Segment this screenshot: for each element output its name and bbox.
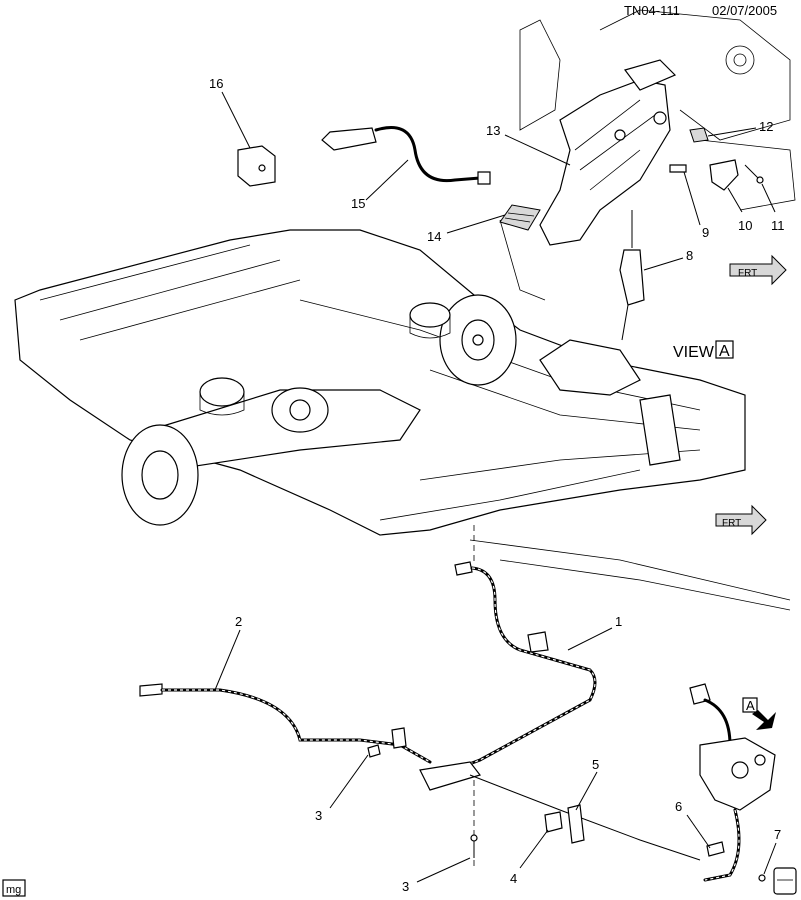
svg-text:10: 10: [738, 218, 752, 233]
callout-16: 16: [209, 76, 251, 149]
svg-text:FRT: FRT: [738, 268, 757, 279]
svg-text:mg: mg: [6, 884, 21, 896]
svg-text:15: 15: [351, 196, 365, 211]
clip-6: [706, 841, 725, 857]
release-cable-8: [619, 210, 645, 341]
svg-text:6: 6: [675, 799, 682, 814]
svg-text:11: 11: [771, 218, 785, 233]
svg-text:2: 2: [235, 614, 242, 629]
air-spring-left: [199, 377, 245, 416]
view-arrow-a: A: [742, 697, 776, 730]
callout-9: 9: [683, 171, 709, 240]
svg-text:14: 14: [427, 229, 441, 244]
crossmember: [539, 339, 681, 466]
pedal-assembly: [539, 59, 677, 246]
bolt-9: [669, 164, 687, 173]
callout-10: 10: [727, 187, 752, 233]
svg-text:A: A: [746, 698, 755, 713]
diagram-code: TN04-111: [624, 3, 680, 18]
parking-brake-lever-assembly: [689, 683, 776, 882]
callout-3-upper: 3: [315, 754, 369, 823]
diagram-date: 02/07/2005: [712, 3, 777, 18]
front-arrow-upper: FRT: [729, 254, 787, 286]
svg-text:13: 13: [486, 123, 500, 138]
svg-text:12: 12: [759, 119, 773, 134]
callout-4: 4: [510, 829, 549, 886]
callout-3-lower: 3: [402, 857, 471, 894]
corner-tag: mg: [2, 879, 26, 897]
view-a-label: VIEW A: [673, 340, 734, 361]
svg-text:A: A: [719, 343, 730, 360]
svg-text:16: 16: [209, 76, 223, 91]
callout-13: 13: [486, 123, 571, 166]
svg-text:3: 3: [402, 879, 409, 894]
callout-5: 5: [575, 757, 599, 811]
cable-1: [438, 561, 597, 777]
pedal-pad: [499, 204, 541, 231]
lower-frame-rail: [469, 539, 791, 611]
rear-wheel-hub: [121, 424, 199, 526]
spec-badge: [773, 867, 797, 895]
svg-text:VIEW: VIEW: [673, 344, 715, 361]
callout-6: 6: [675, 799, 711, 849]
callout-14: 14: [427, 214, 506, 244]
front-arrow-lower: FRT: [715, 504, 767, 536]
svg-text:FRT: FRT: [722, 518, 741, 529]
svg-text:4: 4: [510, 871, 517, 886]
bracket-16: [237, 145, 276, 187]
callout-1: 1: [567, 614, 622, 651]
callout-7: 7: [763, 827, 781, 875]
svg-text:3: 3: [315, 808, 322, 823]
clip-10: [709, 159, 739, 191]
svg-text:8: 8: [686, 248, 693, 263]
brake-rotor: [439, 294, 517, 386]
bolt-3-lower: [470, 834, 478, 858]
svg-text:1: 1: [615, 614, 622, 629]
screw-11: [744, 164, 764, 184]
bolt-3-upper: [367, 744, 381, 758]
nut-12: [689, 127, 709, 143]
svg-text:7: 7: [774, 827, 781, 842]
sensor-15: [321, 126, 491, 185]
svg-text:5: 5: [592, 757, 599, 772]
screw-7: [758, 874, 766, 882]
air-spring-right: [409, 302, 451, 339]
callout-12: 12: [707, 119, 773, 137]
equalizer: [419, 761, 701, 861]
cable-2: [139, 683, 432, 764]
svg-text:9: 9: [702, 225, 709, 240]
rear-axle: [149, 387, 421, 471]
callout-2: 2: [214, 614, 242, 691]
callout-15: 15: [351, 159, 409, 211]
firewall-panel: [499, 9, 796, 301]
callout-11: 11: [761, 183, 785, 233]
callout-8: 8: [643, 248, 693, 271]
